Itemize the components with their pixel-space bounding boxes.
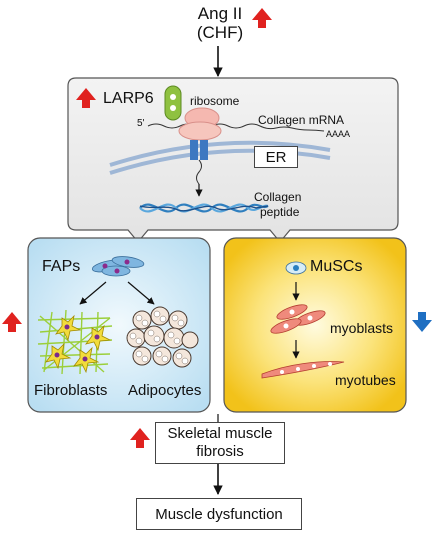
fibrosis-line-1: Skeletal muscle xyxy=(167,425,273,442)
muscs-title: MuSCs xyxy=(310,258,363,275)
collagen-mrna-label: Collagen mRNA xyxy=(258,113,345,127)
muscs-panel xyxy=(223,237,407,413)
up-arrow-icon xyxy=(130,428,150,448)
myoblasts-label: myoblasts xyxy=(330,320,394,336)
fap-cells-icon xyxy=(91,256,145,277)
nascent-peptide xyxy=(196,159,202,185)
ang-ii-label: Ang II xyxy=(197,4,243,23)
fibroblasts-label: Fibroblasts xyxy=(34,382,108,399)
poly-a-label: AAAA xyxy=(326,129,351,139)
translocon-icon xyxy=(190,140,208,160)
dysfunction-label: Muscle dysfunction xyxy=(155,505,283,523)
larp6-label: LARP6 xyxy=(103,90,154,107)
myotubes-label: myotubes xyxy=(335,372,396,388)
mrna-strand xyxy=(147,123,325,132)
fibroblast-cells xyxy=(45,314,112,374)
faps-panel xyxy=(27,237,211,413)
collagen-peptide-label-2: peptide xyxy=(260,205,300,219)
up-arrow-icon xyxy=(76,88,96,108)
chf-label: (CHF) xyxy=(196,23,244,42)
myoblast-cells-icon xyxy=(270,304,326,334)
ribosome-icon xyxy=(178,107,222,141)
fibrosis-box: Skeletal muscle fibrosis xyxy=(155,422,285,464)
arrow-to-fibroblasts xyxy=(79,281,107,305)
musc-cell-icon xyxy=(285,261,307,275)
collagen-helix-icon xyxy=(139,203,269,213)
adipocytes-label: Adipocytes xyxy=(128,382,202,399)
up-arrow-icon xyxy=(252,8,272,28)
er-label: ER xyxy=(265,148,287,166)
faps-title: FAPs xyxy=(42,258,81,275)
five-prime-label: 5' xyxy=(137,118,145,129)
ribosome-label: ribosome xyxy=(190,94,240,108)
down-arrow-icon xyxy=(412,312,432,332)
dysfunction-box: Muscle dysfunction xyxy=(136,498,302,530)
er-label-box: ER xyxy=(254,146,298,168)
fibrosis-line-2: fibrosis xyxy=(196,443,244,460)
myotube-cells-icon xyxy=(261,361,345,379)
collagen-peptide-label-1: Collagen xyxy=(254,190,302,204)
up-arrow-icon xyxy=(2,312,22,332)
adipocyte-vesicles xyxy=(129,310,189,365)
larp6-protein-icon xyxy=(164,85,182,121)
er-membrane-icon xyxy=(109,140,331,175)
cell-panel xyxy=(67,77,399,243)
arrow-to-adipocytes xyxy=(127,281,155,305)
